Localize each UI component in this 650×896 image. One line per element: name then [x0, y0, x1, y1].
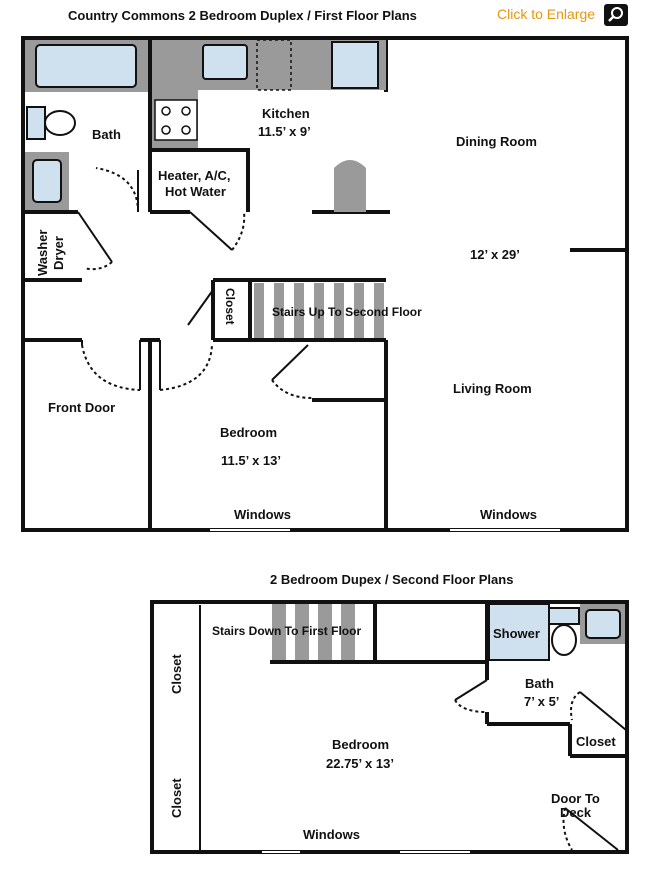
magnifier-icon[interactable]: [604, 4, 628, 26]
kitchen-sink: [202, 44, 248, 80]
bath-sink: [32, 159, 62, 203]
refrigerator: [331, 41, 379, 89]
label-closet-top: Closet: [169, 654, 184, 694]
second-floor-outer-wall: [150, 600, 629, 854]
label-closet-right: Closet: [576, 734, 616, 749]
stairs-down: [272, 604, 355, 660]
label-bath-second-size: 7’ x 5’: [524, 694, 559, 709]
label-heater-1: Heater, A/C,: [158, 168, 231, 183]
washer-door: [77, 211, 113, 263]
first-floor-doors: [77, 167, 313, 399]
label-bedroom-first-size: 11.5’ x 13’: [221, 453, 281, 468]
label-dining-size: 12’ x 29’: [470, 247, 520, 262]
first-floor-title: Country Commons 2 Bedroom Duplex / First…: [68, 8, 417, 23]
click-to-enlarge-link[interactable]: Click to Enlarge: [497, 6, 596, 22]
label-stairs-down: Stairs Down To First Floor: [212, 624, 361, 638]
label-front-door: Front Door: [48, 400, 115, 415]
bedroom-closet-door: [271, 344, 309, 381]
label-door-to: Door To: [551, 791, 600, 806]
second-floor-plan: [150, 600, 629, 854]
first-floor-fixtures: [25, 39, 560, 531]
second-floor-title: 2 Bedroom Dupex / Second Floor Plans: [270, 572, 514, 587]
stairs-up: [254, 283, 384, 338]
front-door-swing: [81, 344, 141, 391]
bathtub: [35, 44, 137, 88]
stove-burner: [161, 106, 171, 116]
label-bath-second: Bath: [525, 676, 554, 691]
label-kitchen: Kitchen: [262, 106, 310, 121]
stove-burner: [181, 125, 191, 135]
bath-door-2: [454, 679, 488, 701]
closet-door: [187, 289, 214, 326]
stove: [154, 99, 198, 141]
label-dining-room: Dining Room: [456, 134, 537, 149]
shower: [488, 603, 550, 661]
label-washer: Washer: [35, 230, 50, 276]
toilet-bowl-2: [551, 624, 577, 656]
label-deck: Deck: [560, 805, 592, 820]
label-closet-first: Closet: [223, 288, 237, 325]
closet-door-2: [579, 691, 627, 731]
stove-burner: [181, 106, 191, 116]
heater-closet-wall: [150, 148, 250, 212]
toilet-tank-2: [548, 607, 580, 625]
label-stairs-up: Stairs Up To Second Floor: [272, 305, 422, 319]
stove-burner: [161, 125, 171, 135]
label-dryer: Dryer: [51, 236, 66, 270]
toilet-bowl: [44, 110, 76, 136]
label-shower: Shower: [493, 626, 540, 641]
label-windows-second: Windows: [303, 827, 360, 842]
second-floor-fixtures: [262, 603, 627, 853]
heater-door: [189, 211, 233, 251]
label-bedroom-second: Bedroom: [332, 737, 389, 752]
label-windows-right: Windows: [480, 507, 537, 522]
label-closet-bottom: Closet: [169, 778, 184, 818]
first-floor-plan: [21, 36, 629, 532]
first-floor-outer-wall: [21, 36, 629, 532]
toilet-tank: [26, 106, 46, 140]
kitchen-island: [334, 160, 366, 212]
deck-door: [564, 807, 619, 851]
label-bedroom-second-size: 22.75’ x 13’: [326, 756, 394, 771]
label-heater-2: Hot Water: [165, 184, 226, 199]
label-bath: Bath: [92, 127, 121, 142]
label-bedroom-first: Bedroom: [220, 425, 277, 440]
second-floor-doors: [454, 679, 627, 851]
bath-sink-2: [585, 609, 621, 639]
label-windows-left: Windows: [234, 507, 291, 522]
label-kitchen-size: 11.5’ x 9’: [258, 124, 311, 139]
magnifier-icon-glyph: [608, 7, 623, 22]
label-living-room: Living Room: [453, 381, 532, 396]
bath-door-swing: [95, 167, 139, 213]
